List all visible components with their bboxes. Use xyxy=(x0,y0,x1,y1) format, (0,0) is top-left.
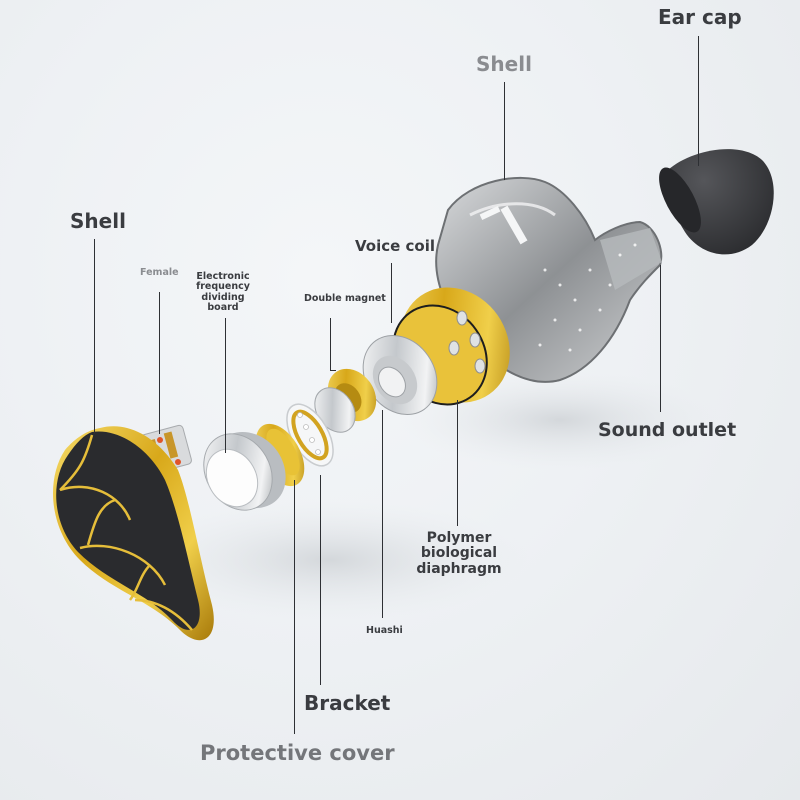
label-polymer-line: Polymer xyxy=(426,530,492,546)
label-shell-left: Shell xyxy=(70,209,126,233)
leader-polymer-diaphragm xyxy=(457,400,459,526)
leader-huashi xyxy=(382,410,384,618)
leader-shell-top xyxy=(504,82,506,180)
label-electronic-board-line: dividing xyxy=(201,291,245,303)
label-electronic-board-line: Electronic xyxy=(196,271,250,282)
voice-coil-part xyxy=(362,334,438,416)
label-female: Female xyxy=(140,267,179,278)
leader-sound-outlet xyxy=(660,265,662,412)
label-polymer-line: biological xyxy=(420,545,498,562)
leader-protective-cover xyxy=(294,480,296,734)
label-ear-cap: Ear cap xyxy=(658,5,742,29)
label-protective-cover: Protective cover xyxy=(200,741,395,765)
label-double-magnet: Double magnet xyxy=(304,293,386,304)
label-electronic-board: Electronic frequency dividing board xyxy=(190,271,256,314)
label-voice-coil: Voice coil xyxy=(355,237,436,255)
label-bracket: Bracket xyxy=(304,691,391,715)
leader-bracket xyxy=(320,475,322,685)
leader-voice-coil xyxy=(391,263,393,323)
leader-double-magnet xyxy=(330,318,332,370)
label-electronic-board-line: board xyxy=(207,302,239,314)
label-sound-outlet: Sound outlet xyxy=(598,419,737,441)
electronic-board-part xyxy=(203,431,286,511)
leader-double-magnet-bracket xyxy=(330,370,336,372)
faceplate-shell-part xyxy=(53,426,214,641)
leader-electronic-board xyxy=(225,318,227,453)
leader-ear-cap xyxy=(698,36,700,166)
leader-shell-left xyxy=(94,239,96,434)
ear-cap-part xyxy=(659,149,774,255)
double-magnet-part xyxy=(314,368,377,433)
label-polymer-diaphragm: Polymer biological diaphragm xyxy=(414,530,504,577)
leader-female xyxy=(159,292,161,434)
bracket-part xyxy=(286,403,334,467)
label-shell-top: Shell xyxy=(476,52,532,76)
label-huashi: Huashi xyxy=(366,625,403,636)
label-electronic-board-line: frequency xyxy=(196,281,250,293)
label-polymer-line: diaphragm xyxy=(416,560,502,577)
